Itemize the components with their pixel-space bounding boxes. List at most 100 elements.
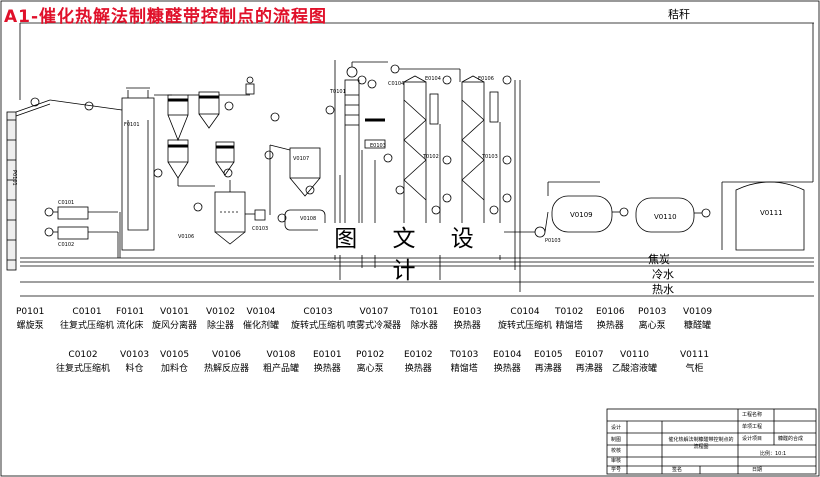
- legend-code: C0104: [510, 307, 540, 317]
- legend-item: E0101 换热器: [313, 350, 342, 375]
- tb-design-label: 设计: [611, 425, 622, 431]
- legend-code: V0103: [120, 350, 150, 360]
- legend-code: E0107: [575, 350, 604, 360]
- legend-label: 往复式压缩机: [56, 364, 111, 374]
- tb-unit-project-label: 单项工程: [742, 424, 763, 430]
- compressor-c0101: C0101: [44, 200, 118, 220]
- svg-text:V0107: V0107: [293, 156, 309, 162]
- legend-code: E0102: [404, 350, 433, 360]
- legend-code: V0105: [160, 350, 190, 360]
- distillation-column-t0102: T0102 E0104: [403, 75, 441, 231]
- legend-label: 离心泵: [638, 321, 666, 331]
- tb-product-name: 糠醛的合成: [778, 436, 804, 442]
- legend-label: 换热器: [313, 364, 341, 374]
- legend-label: 气柜: [685, 364, 704, 374]
- legend-code: T0101: [410, 307, 439, 317]
- spray-condenser-v0107: V0107: [269, 144, 321, 215]
- legend-label: 旋转式压缩机: [291, 321, 346, 331]
- legend-code: E0101: [313, 350, 342, 360]
- crude-tank-v0108: V0108: [284, 209, 326, 231]
- legend-code: V0108: [266, 350, 296, 360]
- legend-code: P0103: [638, 307, 667, 317]
- legend-label: 喷雾式冷凝器: [347, 321, 402, 331]
- screw-pump-p0101: P0101: [6, 23, 51, 271]
- svg-text:T0101: T0101: [329, 89, 346, 95]
- instrument-bubbles: [30, 75, 512, 223]
- svg-text:E0103: E0103: [370, 143, 386, 149]
- legend-item: C0102 往复式压缩机: [56, 350, 110, 375]
- gas-holder-v0111: V0111: [721, 181, 813, 251]
- legend-code: E0104: [493, 350, 522, 360]
- compressor-c0103: C0103: [245, 209, 268, 232]
- tb-date-label: 日期: [752, 467, 763, 473]
- legend-label: 换热器: [596, 321, 624, 331]
- legend-label: 螺旋泵: [16, 321, 44, 331]
- legend-item: T0101 除水器: [410, 307, 438, 332]
- legend-label: 加料仓: [161, 364, 189, 374]
- fluidized-bed-f0101: F0101: [49, 87, 172, 251]
- legend-code: P0101: [16, 307, 45, 317]
- pyrolysis-reactor-v0106: V0106: [177, 178, 246, 245]
- svg-text:V0106: V0106: [178, 234, 194, 240]
- legend-code: F0101: [116, 307, 145, 317]
- tb-check-label: 校核: [611, 448, 622, 454]
- compressor-c0104: C0104: [388, 64, 460, 87]
- legend-label: 除水器: [410, 321, 438, 331]
- svg-text:T0102: T0102: [422, 154, 439, 160]
- legend-code: V0107: [359, 307, 389, 317]
- distillation-column-t0103: T0103 E0106: [461, 75, 499, 231]
- svg-text:F0101: F0101: [124, 122, 140, 128]
- legend-code: V0110: [619, 350, 650, 360]
- dust-remover-v0102: [188, 91, 250, 129]
- legend-item: P0101 螺旋泵: [16, 307, 44, 332]
- catalyst-tank-v0104: [215, 76, 255, 176]
- legend-code: V0111: [680, 350, 710, 360]
- svg-text:E0106: E0106: [478, 76, 494, 82]
- legend-label: 再沸器: [534, 364, 562, 374]
- legend-item: V0105 加料仓: [160, 350, 189, 375]
- legend-code: C0101: [72, 307, 102, 317]
- legend-label: 换热器: [453, 321, 481, 331]
- legend-label: 旋风分离器: [152, 321, 198, 331]
- hot-water-label: 热水: [652, 283, 674, 296]
- tb-draw-label: 制图: [611, 437, 622, 443]
- silo-v0103: [167, 139, 189, 179]
- legend-code: P0102: [356, 350, 385, 360]
- stalk-label: 秸秆: [668, 8, 690, 21]
- title-block: [606, 408, 817, 475]
- tb-scale: 比例：10:1: [760, 451, 787, 457]
- legend-code: T0103: [450, 350, 479, 360]
- svg-text:P0101: P0101: [11, 170, 17, 186]
- legend-label: 精馏塔: [555, 321, 583, 331]
- legend-label: 热解反应器: [204, 364, 250, 374]
- tb-project-name-label: 工程名称: [742, 412, 763, 418]
- svg-text:V0110: V0110: [654, 213, 677, 221]
- legend-item: V0107 喷雾式冷凝器: [347, 307, 401, 332]
- tb-student-no-label: 学号: [611, 467, 622, 473]
- legend-label: 糠醛罐: [684, 321, 712, 331]
- watermark-banner: 图 文 设 计: [318, 223, 504, 284]
- tb-design-item-label: 设计项目: [742, 436, 763, 442]
- diagram-title: A1-催化热解法制糠醛带控制点的流程图: [4, 7, 328, 27]
- utility-headers: [20, 212, 814, 297]
- legend-code: C0102: [68, 350, 98, 360]
- svg-text:C0103: C0103: [252, 226, 268, 232]
- legend-code: V0102: [206, 307, 236, 317]
- svg-text:V0111: V0111: [760, 209, 783, 217]
